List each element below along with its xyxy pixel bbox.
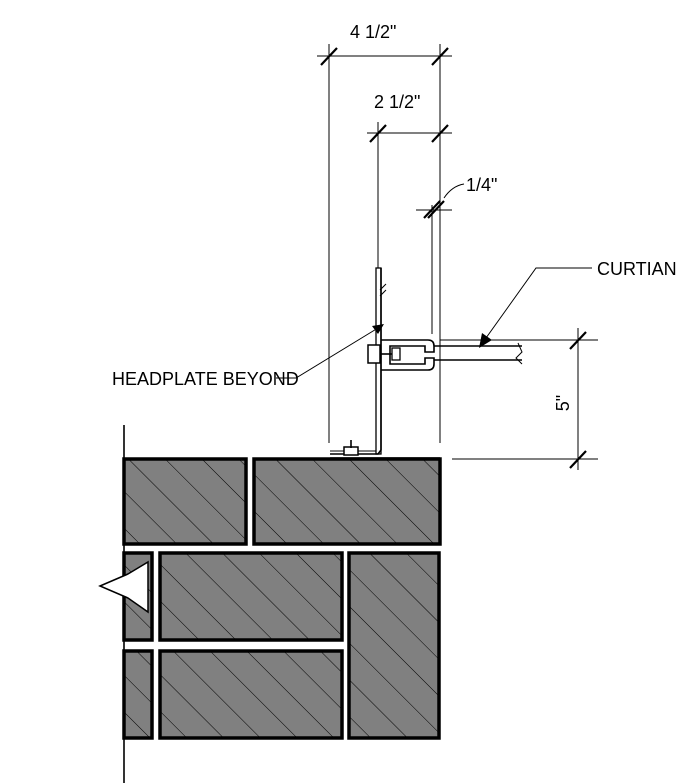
- break-symbol: [98, 560, 149, 614]
- brick-bottom-center: [158, 649, 344, 740]
- dimension-gap: 1/4": [416, 175, 497, 334]
- overall-width-label: 4 1/2": [350, 22, 396, 42]
- brick-top-right: [252, 457, 442, 546]
- brick-top-left: [122, 457, 248, 546]
- clip-width-label: 2 1/2": [374, 92, 420, 112]
- dimension-height: 5": [440, 328, 598, 470]
- headplate-callout-label: HEADPLATE BEYOND: [112, 369, 299, 389]
- base-bolt: [343, 446, 359, 456]
- channel-bolt-head: [367, 344, 381, 364]
- curtain-track-channel: [381, 339, 435, 371]
- callout-headplate: HEADPLATE BEYOND: [112, 324, 384, 389]
- headplate-clip: [330, 267, 523, 459]
- brick-mid-center: [158, 551, 344, 642]
- callout-curtain: CURTIAN: [479, 259, 677, 348]
- gap-label: 1/4": [466, 175, 497, 195]
- curtain-callout-label: CURTIAN: [597, 259, 677, 279]
- dimension-overall-width: 4 1/2": [317, 22, 452, 443]
- dimension-clip-width: 2 1/2": [367, 92, 452, 268]
- brick-vertical-right: [347, 551, 441, 740]
- brick-bottom-stub: [122, 649, 154, 740]
- height-label: 5": [553, 395, 573, 411]
- masonry-wall: [98, 425, 442, 783]
